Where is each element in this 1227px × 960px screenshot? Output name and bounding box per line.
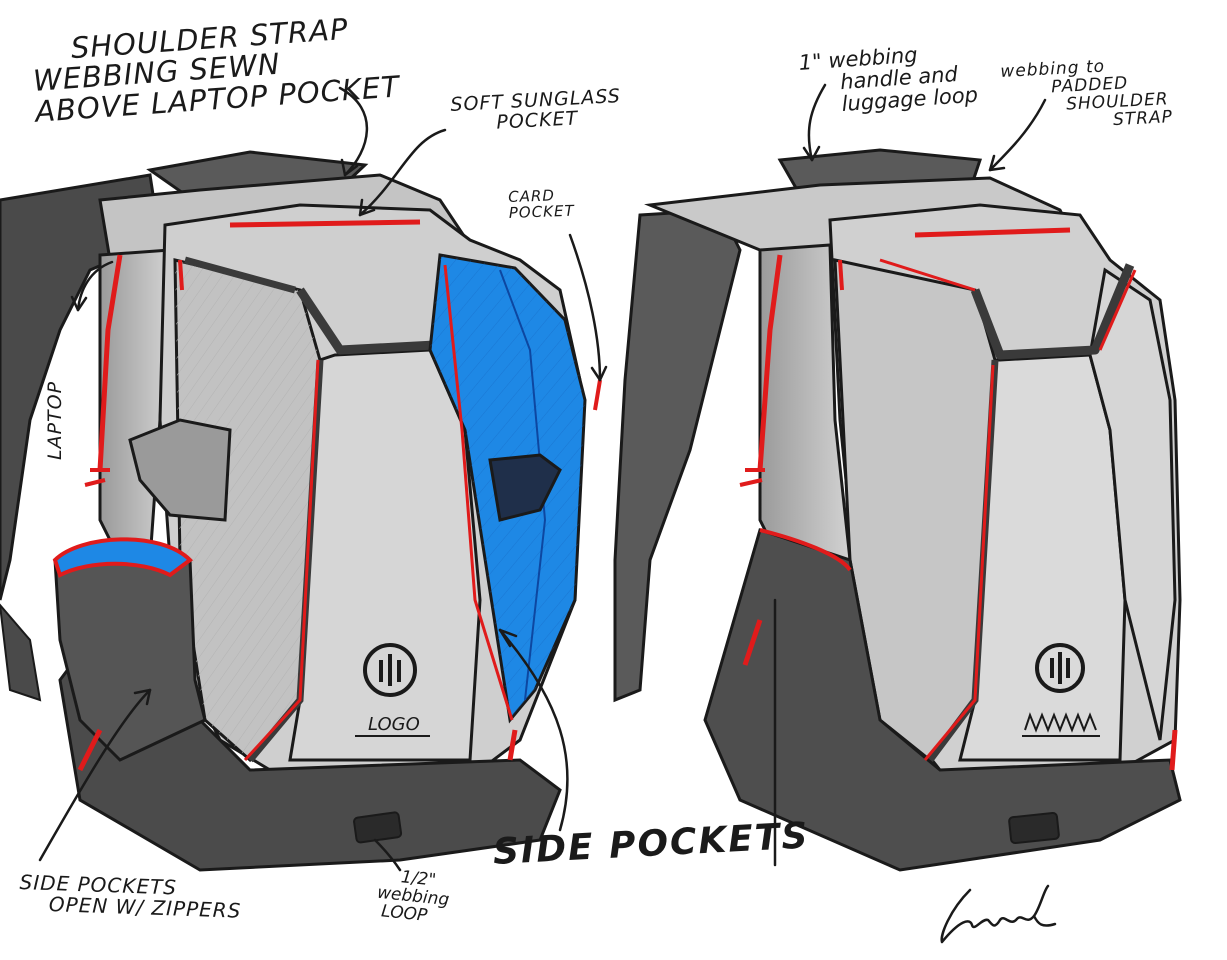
annotation-line: POCKET	[508, 201, 575, 222]
artist-signature	[940, 884, 1057, 944]
annotation-card-pocket: CARD POCKET	[508, 186, 575, 222]
annotation-line: STRAP	[1112, 106, 1174, 130]
backpack-left-view: LOGO	[0, 150, 602, 872]
left-logo-label: LOGO	[368, 714, 420, 735]
annotation-arrows	[38, 83, 1047, 872]
backpack-right-view	[613, 148, 1182, 872]
left-logo-mark	[363, 643, 417, 697]
right-shoulder-strap	[613, 208, 742, 703]
annotation-line: LAPTOP	[44, 380, 66, 460]
annotation-half-inch-webbing: 1/2" webbing LOOP	[366, 866, 451, 928]
left-pocket-flap-dark	[488, 453, 562, 522]
left-pocket-flap-gray	[128, 418, 232, 522]
right-logo-mark	[1035, 643, 1085, 693]
annotation-laptop: LAPTOP	[44, 380, 66, 460]
annotation-webbing-handle: 1" webbing handle and luggage loop	[798, 40, 979, 118]
annotation-padded-shoulder-strap: webbing to PADDED SHOULDER STRAP	[1000, 55, 1173, 135]
annotation-side-pockets-open: SIDE POCKETS OPEN W/ ZIPPERS	[19, 870, 243, 923]
